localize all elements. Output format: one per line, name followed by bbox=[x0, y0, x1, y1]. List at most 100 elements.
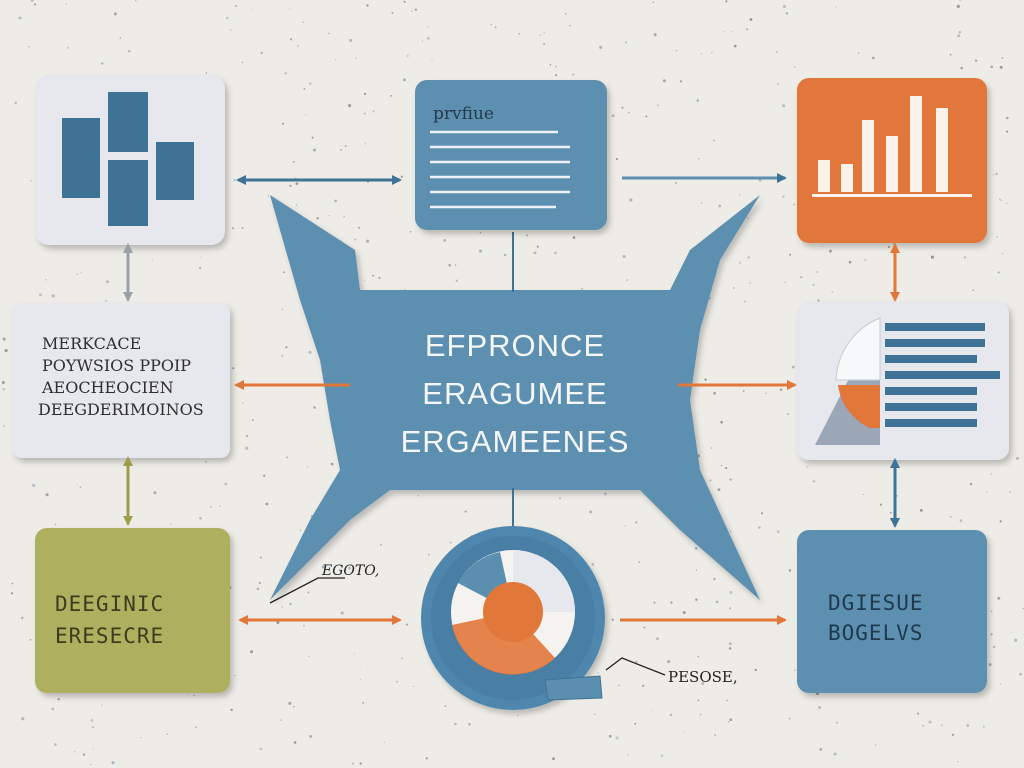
speckle bbox=[555, 65, 557, 68]
speckle bbox=[464, 510, 467, 513]
speckle bbox=[1000, 199, 1003, 202]
speckle bbox=[330, 462, 334, 466]
speckle bbox=[455, 279, 458, 282]
speckle bbox=[727, 720, 730, 723]
speckle bbox=[80, 271, 82, 274]
speckle bbox=[321, 565, 325, 569]
speckle bbox=[431, 58, 433, 60]
speckle bbox=[652, 709, 654, 711]
speckle bbox=[1006, 116, 1009, 120]
speckle bbox=[581, 288, 583, 290]
speckle bbox=[539, 34, 541, 36]
speckle bbox=[969, 482, 973, 486]
speckle bbox=[259, 556, 262, 559]
speckle bbox=[734, 44, 737, 48]
speckle bbox=[205, 460, 207, 463]
speckle bbox=[242, 402, 244, 404]
speckle bbox=[232, 227, 235, 230]
speckle bbox=[258, 581, 261, 585]
speckle bbox=[682, 610, 686, 615]
speckle bbox=[57, 698, 60, 701]
speckle bbox=[627, 754, 629, 756]
speckle bbox=[696, 99, 700, 102]
speckle bbox=[54, 523, 57, 526]
speckle bbox=[621, 106, 624, 109]
speckle bbox=[1009, 491, 1011, 493]
speckle bbox=[726, 699, 728, 702]
annotation-leaders bbox=[269, 577, 666, 676]
speckle bbox=[697, 157, 700, 160]
speckle bbox=[733, 287, 735, 289]
center-title-line-3: ERGAMEENES bbox=[400, 424, 630, 459]
speckle bbox=[241, 61, 244, 64]
speckle bbox=[328, 32, 330, 35]
speckle bbox=[645, 115, 648, 118]
speckle bbox=[303, 87, 306, 90]
speckle bbox=[729, 478, 732, 481]
speckle bbox=[812, 480, 816, 483]
speckle bbox=[406, 54, 409, 58]
speckle bbox=[611, 114, 615, 118]
speckle bbox=[365, 239, 370, 243]
speckle bbox=[990, 65, 994, 69]
speckle bbox=[533, 251, 537, 255]
speckle bbox=[79, 486, 82, 489]
speckle bbox=[725, 467, 728, 470]
speckle bbox=[950, 515, 952, 518]
speckle bbox=[166, 733, 169, 735]
speckle bbox=[675, 50, 678, 52]
speckle bbox=[789, 253, 792, 256]
speckle bbox=[963, 256, 967, 259]
speckle bbox=[348, 104, 352, 108]
card-blue[interactable] bbox=[797, 530, 987, 693]
speckle bbox=[615, 736, 619, 740]
text-card-line-3: AEOCHEOCIEN bbox=[42, 378, 174, 397]
speckle bbox=[536, 245, 539, 248]
speckle bbox=[454, 722, 457, 726]
speckle bbox=[76, 484, 78, 486]
speckle bbox=[555, 74, 558, 77]
speckle bbox=[307, 591, 310, 594]
speckle bbox=[328, 214, 330, 217]
card-text[interactable] bbox=[12, 303, 230, 458]
speckle bbox=[308, 350, 312, 354]
speckle bbox=[45, 279, 47, 281]
speckle bbox=[111, 761, 115, 765]
speckle bbox=[697, 699, 700, 702]
speckle bbox=[864, 259, 867, 262]
speckle bbox=[603, 492, 607, 496]
speckle bbox=[608, 734, 612, 738]
speckle bbox=[396, 680, 399, 683]
speckle bbox=[746, 28, 748, 31]
speckle bbox=[391, 12, 394, 14]
speckle bbox=[679, 80, 683, 83]
speckle bbox=[791, 365, 795, 369]
speckle bbox=[982, 725, 985, 728]
speckle bbox=[90, 719, 94, 722]
speckle bbox=[599, 45, 603, 49]
speckle bbox=[21, 616, 24, 620]
speckle bbox=[367, 668, 369, 670]
speckle bbox=[591, 563, 595, 566]
speckle bbox=[997, 596, 1001, 600]
speckle bbox=[427, 37, 430, 40]
card-olive[interactable] bbox=[35, 528, 230, 693]
speckle bbox=[344, 145, 347, 148]
speckle bbox=[782, 104, 786, 108]
speckle bbox=[990, 633, 993, 636]
speckle bbox=[299, 529, 302, 531]
speckle bbox=[569, 24, 571, 27]
speckle bbox=[829, 249, 832, 253]
speckle bbox=[777, 83, 779, 85]
speckle bbox=[259, 747, 263, 751]
donut-chart-icon[interactable] bbox=[421, 526, 605, 710]
speckle bbox=[1006, 202, 1008, 204]
speckle bbox=[363, 112, 366, 115]
speckle bbox=[359, 678, 361, 681]
speckle bbox=[245, 434, 249, 438]
speckle bbox=[224, 482, 228, 486]
speckle bbox=[710, 447, 713, 449]
speckle bbox=[449, 541, 452, 544]
speckle bbox=[349, 38, 353, 42]
speckle bbox=[835, 6, 837, 8]
